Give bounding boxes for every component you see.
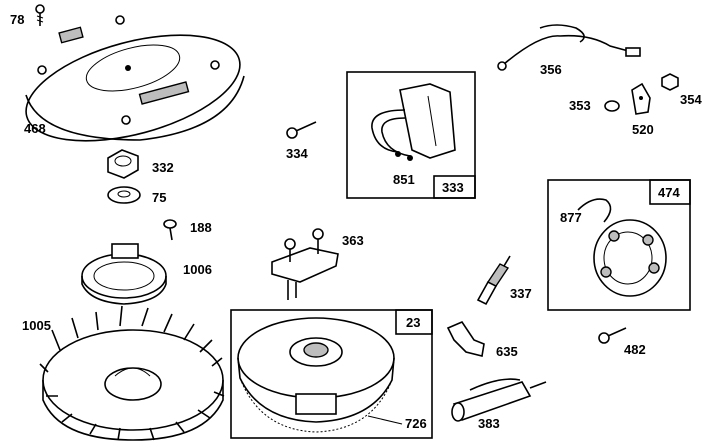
label-877: 877	[560, 210, 582, 225]
label-334: 334	[286, 146, 308, 161]
part-356-ground-wire	[497, 24, 641, 71]
label-482: 482	[624, 342, 646, 357]
label-75: 75	[152, 190, 166, 205]
label-363: 363	[342, 233, 364, 248]
label-520: 520	[632, 122, 654, 137]
tag-333	[433, 175, 476, 199]
part-353-washer	[604, 100, 620, 112]
part-877-armature	[577, 198, 667, 297]
box-333	[346, 71, 476, 199]
label-337: 337	[510, 286, 532, 301]
tag-474	[649, 179, 691, 205]
label-23: 23	[406, 315, 420, 330]
part-337-spark-plug	[476, 255, 511, 306]
leader-726	[367, 415, 403, 425]
part-flywheel	[237, 317, 395, 433]
tag-23	[395, 309, 433, 335]
label-78: 78	[10, 12, 24, 27]
box-474	[547, 179, 691, 311]
label-468: 468	[24, 121, 46, 136]
label-851: 851	[393, 172, 415, 187]
label-353: 353	[569, 98, 591, 113]
label-635: 635	[496, 344, 518, 359]
label-332: 332	[152, 160, 174, 175]
label-1005: 1005	[22, 318, 51, 333]
part-334-bolt	[286, 121, 317, 139]
label-354: 354	[680, 92, 702, 107]
part-851-ignition-coil	[371, 83, 456, 161]
part-482-screw	[598, 327, 627, 344]
part-383-tool	[451, 378, 547, 422]
part-75-washer	[107, 186, 141, 204]
box-23	[230, 309, 433, 439]
label-356: 356	[540, 62, 562, 77]
part-635-boot	[446, 321, 485, 357]
label-333: 333	[442, 180, 464, 195]
label-474: 474	[658, 185, 680, 200]
label-188: 188	[190, 220, 212, 235]
label-383: 383	[478, 416, 500, 431]
label-726: 726	[405, 416, 427, 431]
part-468-backing-plate	[25, 15, 245, 142]
part-188-screw	[163, 219, 177, 241]
part-1006-ring	[81, 243, 167, 305]
part-1005-fan	[39, 305, 225, 441]
part-332-nut	[107, 149, 139, 179]
label-1006: 1006	[183, 262, 212, 277]
part-354-nut	[661, 73, 679, 91]
part-78-screw	[35, 4, 45, 26]
part-363-bracket	[271, 228, 339, 300]
part-520-bracket	[631, 82, 651, 115]
